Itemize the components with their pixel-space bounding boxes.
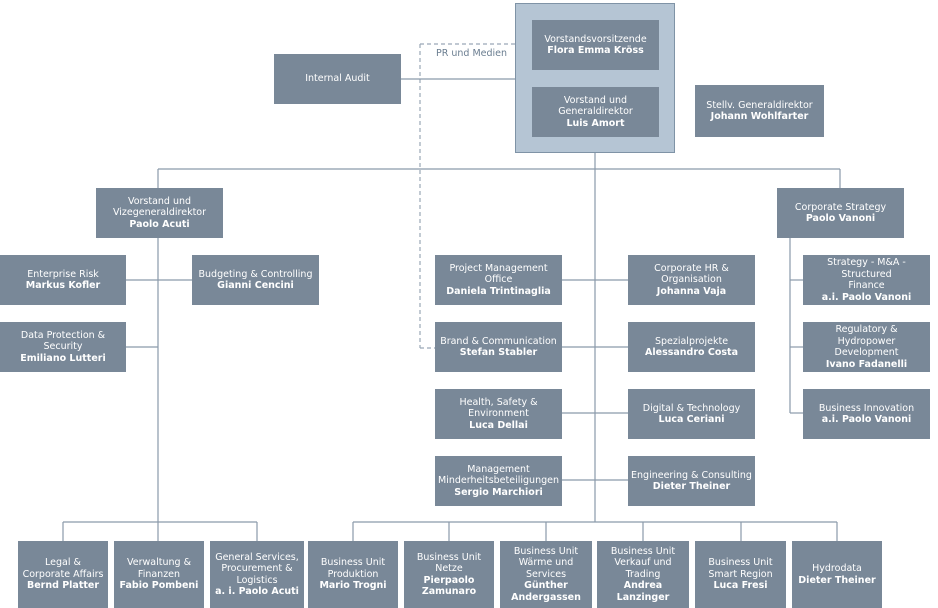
- unit-title: Enterprise Risk: [27, 268, 99, 280]
- unit-name: Johanna Vaja: [656, 285, 727, 297]
- unit-title: Legal & Corporate Affairs: [22, 557, 104, 580]
- unit-title: Business Unit Produktion: [320, 557, 386, 580]
- unit-title: Business Unit Netze: [416, 551, 482, 575]
- unit-title: Engineering & Consulting: [631, 469, 752, 481]
- unit-title: Corporate HR & Organisation: [654, 262, 729, 286]
- unit-title: Vorstandsvorsitzende: [544, 33, 647, 45]
- pr-media-label: PR und Medien: [436, 48, 508, 59]
- unit-title: Health, Safety & Environment: [459, 396, 538, 420]
- unit-name: Sergio Marchiori: [454, 486, 543, 498]
- unit-corporate-hr: Corporate HR & Organisation Johanna Vaja: [628, 255, 755, 305]
- unit-title: Internal Audit: [305, 73, 370, 85]
- unit-title: Spezialprojekte: [654, 335, 729, 347]
- unit-name: Dieter Theiner: [652, 481, 731, 492]
- unit-general-services: General Services, Procurement & Logistic…: [210, 541, 304, 608]
- unit-corporate-strategy: Corporate Strategy Paolo Vanoni: [777, 188, 904, 238]
- unit-name: a.i. Paolo Vanoni: [821, 414, 912, 425]
- unit-name: Luca Dellai: [469, 419, 528, 431]
- unit-brand-communication: Brand & Communication Stefan Stabler: [435, 322, 562, 372]
- unit-name: Luca Ceriani: [658, 414, 725, 425]
- unit-title: Business Unit Wärme und Services: [513, 545, 579, 580]
- unit-hydrodata: Hydrodata Dieter Theiner: [792, 541, 882, 608]
- unit-name: Andrea Lanzinger: [616, 580, 670, 603]
- unit-deputy-director: Stellv. Generaldirektor Johann Wohlfarte…: [695, 85, 824, 137]
- unit-bu-heat-services: Business Unit Wärme und Services Günther…: [500, 541, 592, 608]
- unit-health-safety: Health, Safety & Environment Luca Dellai: [435, 389, 562, 439]
- unit-name: Mario Trogni: [319, 580, 387, 592]
- unit-pmo: Project Management Office Daniela Trinti…: [435, 255, 562, 305]
- unit-strategy-ma: Strategy - M&A - Structured Finance a.i.…: [803, 255, 930, 305]
- unit-title: Business Unit Verkauf und Trading: [610, 545, 676, 580]
- unit-title: Strategy - M&A - Structured Finance: [827, 257, 906, 291]
- unit-digital-technology: Digital & Technology Luca Ceriani: [628, 389, 755, 439]
- unit-minority-holdings: Management Minderheitsbeteiligungen Serg…: [435, 456, 562, 506]
- unit-name: Flora Emma Kröss: [547, 45, 644, 56]
- unit-title: Management Minderheitsbeteiligungen: [438, 463, 559, 487]
- unit-enterprise-risk: Enterprise Risk Markus Kofler: [0, 255, 126, 305]
- unit-title: Data Protection & Security: [20, 329, 106, 353]
- unit-name: Daniela Trintinaglia: [446, 285, 551, 297]
- unit-name: Paolo Acuti: [129, 218, 190, 230]
- unit-ceo: Vorstand und Generaldirektor Luis Amort: [532, 87, 659, 137]
- unit-budgeting-controlling: Budgeting & Controlling Gianni Cencini: [192, 255, 319, 305]
- unit-title: General Services, Procurement & Logistic…: [215, 551, 299, 586]
- unit-bu-sales-trading: Business Unit Verkauf und Trading Andrea…: [597, 541, 689, 608]
- unit-name: a.i. Paolo Vanoni: [821, 291, 912, 303]
- unit-title: Regulatory & Hydropower Development: [834, 324, 899, 358]
- unit-vice-director: Vorstand und Vizegeneraldirektor Paolo A…: [96, 188, 223, 238]
- unit-title: Hydrodata: [812, 563, 862, 574]
- unit-name: Luca Fresi: [713, 580, 768, 592]
- unit-title: Corporate Strategy: [794, 201, 887, 213]
- unit-title: Digital & Technology: [642, 402, 741, 414]
- unit-name: Paolo Vanoni: [805, 213, 876, 224]
- unit-title: Business Innovation: [818, 402, 915, 414]
- unit-name: Markus Kofler: [25, 280, 101, 291]
- unit-bu-smart-region: Business Unit Smart Region Luca Fresi: [695, 541, 786, 608]
- unit-bu-grid: Business Unit Netze Pierpaolo Zamunaro: [404, 541, 494, 608]
- unit-name: Ivano Fadanelli: [825, 358, 908, 370]
- unit-name: Bernd Platter: [26, 580, 100, 592]
- unit-administration-finance: Verwaltung & Finanzen Fabio Pombeni: [114, 541, 204, 608]
- unit-business-innovation: Business Innovation a.i. Paolo Vanoni: [803, 389, 930, 439]
- unit-title: Vorstand und Vizegeneraldirektor: [112, 195, 207, 219]
- unit-special-projects: Spezialprojekte Alessandro Costa: [628, 322, 755, 372]
- unit-name: Luis Amort: [566, 117, 625, 129]
- unit-title: Budgeting & Controlling: [198, 268, 313, 280]
- unit-name: a. i. Paolo Acuti: [215, 586, 299, 597]
- unit-bu-production: Business Unit Produktion Mario Trogni: [308, 541, 398, 608]
- unit-data-protection: Data Protection & Security Emiliano Lutt…: [0, 322, 126, 372]
- unit-internal-audit: Internal Audit: [274, 54, 401, 104]
- unit-name: Emiliano Lutteri: [20, 352, 106, 364]
- unit-title: Business Unit Smart Region: [708, 557, 773, 580]
- unit-legal: Legal & Corporate Affairs Bernd Platter: [18, 541, 108, 608]
- unit-name: Fabio Pombeni: [119, 580, 199, 592]
- unit-title: Verwaltung & Finanzen: [127, 557, 191, 580]
- unit-engineering-consulting: Engineering & Consulting Dieter Theiner: [628, 456, 755, 506]
- unit-chair: Vorstandsvorsitzende Flora Emma Kröss: [532, 20, 659, 70]
- unit-regulatory-hydropower: Regulatory & Hydropower Development Ivan…: [803, 322, 930, 372]
- unit-name: Johann Wohlfarter: [710, 111, 809, 122]
- unit-name: Stefan Stabler: [459, 347, 538, 358]
- unit-title: Project Management Office: [449, 262, 548, 286]
- unit-name: Gianni Cencini: [217, 280, 294, 291]
- unit-title: Brand & Communication: [440, 335, 557, 347]
- unit-title: Stellv. Generaldirektor: [706, 99, 813, 111]
- unit-title: Vorstand und Generaldirektor: [558, 94, 633, 118]
- unit-name: Alessandro Costa: [645, 347, 738, 358]
- unit-name: Pierpaolo Zamunaro: [421, 574, 477, 598]
- unit-name: Dieter Theiner: [798, 574, 876, 586]
- unit-name: Günther Andergassen: [511, 580, 581, 603]
